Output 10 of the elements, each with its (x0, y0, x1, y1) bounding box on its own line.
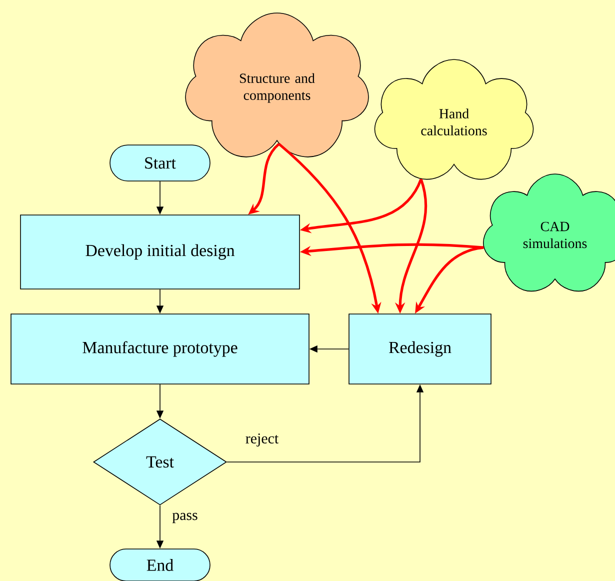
cloud: Structure and components (185, 12, 369, 158)
cloud: CAD simulations (483, 174, 615, 292)
edge-label: pass (171, 512, 199, 524)
cloud: Hand calculations (374, 59, 534, 180)
process-box: Redesign (348, 314, 492, 384)
process-box: Manufacture prototype (10, 314, 310, 384)
terminal-box: End (110, 548, 210, 581)
terminal-box: Start (110, 144, 210, 182)
edge-label: reject (244, 432, 280, 448)
process-box: Develop initial design (20, 214, 300, 290)
